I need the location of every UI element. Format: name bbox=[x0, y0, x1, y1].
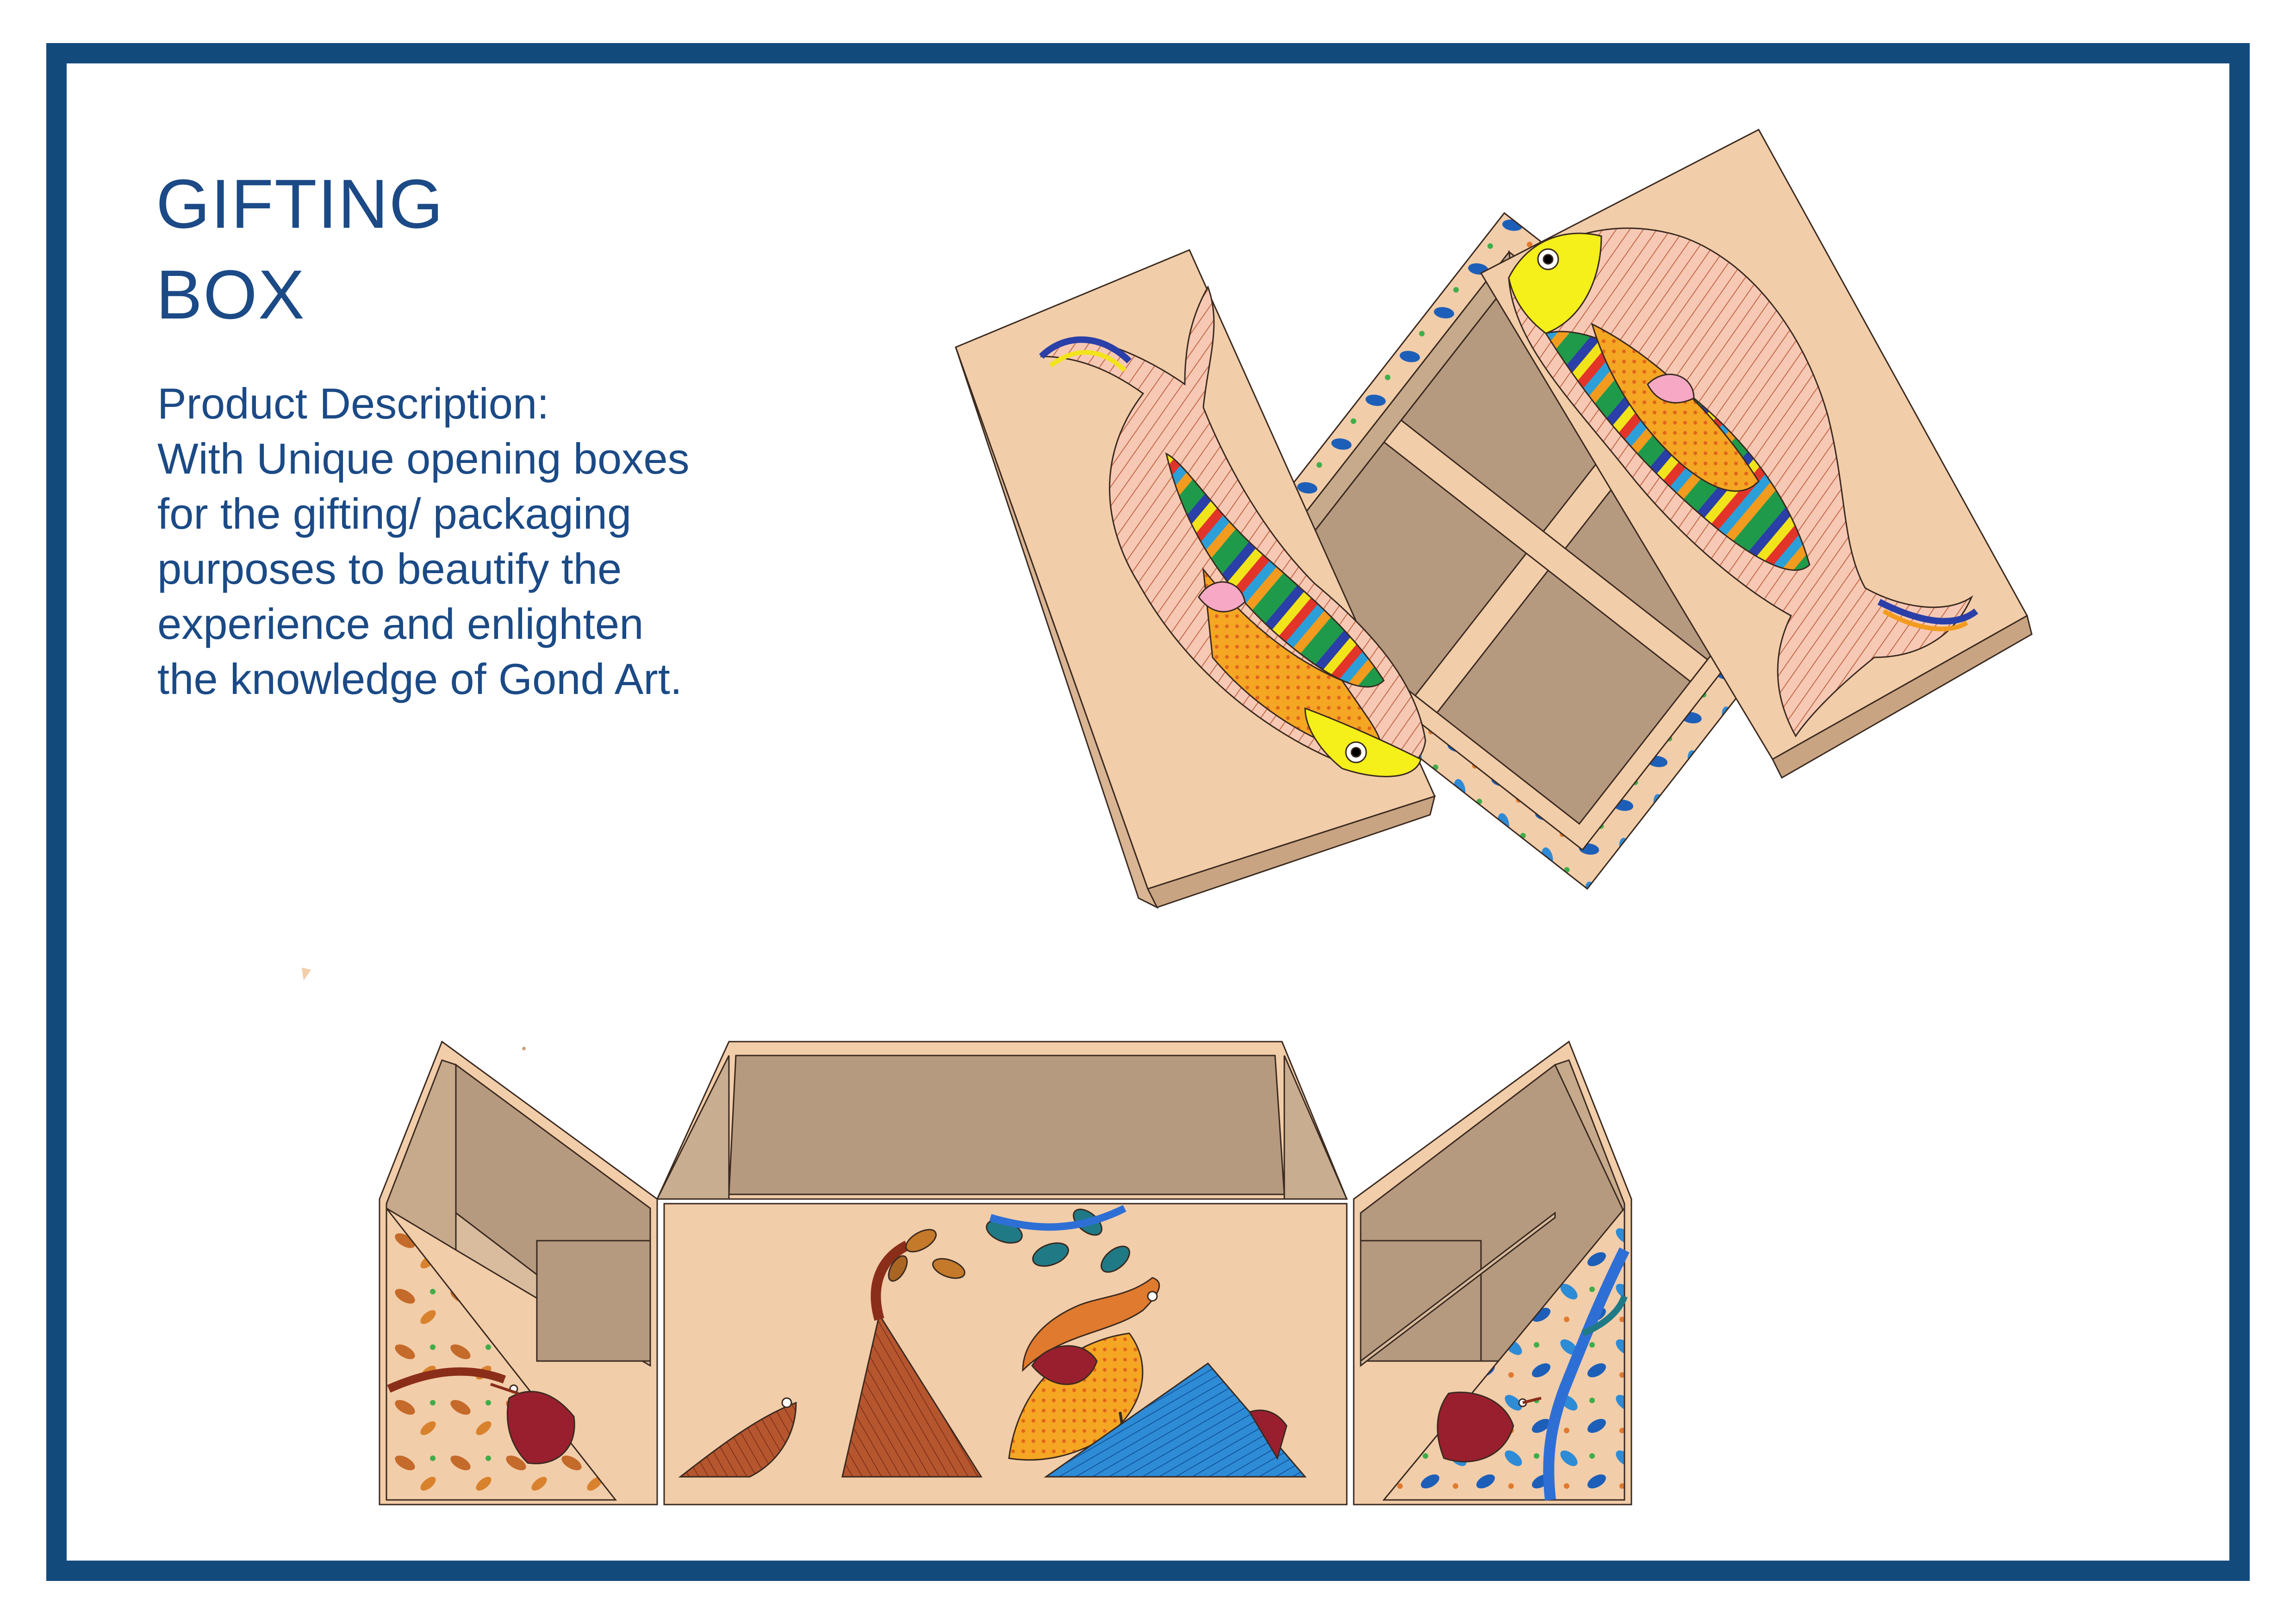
unfolded-gond-box-icon bbox=[302, 968, 1632, 1505]
title-line-2: BOX bbox=[156, 256, 305, 333]
product-description: Product Description: With Unique opening… bbox=[157, 376, 828, 706]
title-line-1: GIFTING bbox=[156, 165, 444, 243]
description-line-1: With Unique opening boxes bbox=[157, 434, 690, 483]
page-title: GIFTING BOX bbox=[156, 158, 444, 340]
description-label: Product Description: bbox=[157, 379, 549, 428]
fish-lid-gift-box-icon bbox=[955, 128, 2033, 909]
description-line-2: for the gifting/ packaging bbox=[157, 489, 632, 538]
description-line-5: the knowledge of Gond Art. bbox=[157, 655, 682, 703]
description-line-4: experience and enlighten bbox=[157, 600, 644, 648]
description-line-3: purposes to beautify the bbox=[157, 544, 622, 593]
